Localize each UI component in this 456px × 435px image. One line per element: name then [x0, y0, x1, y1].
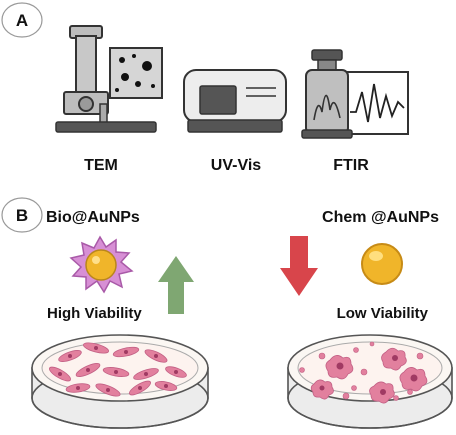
ftir-spectrometer-icon: [301, 49, 409, 139]
decrease-arrow-icon: [280, 236, 318, 296]
uv-vis-label: UV-Vis: [211, 157, 262, 174]
panel-a-badge: A: [1, 2, 43, 38]
panel-b-label: B: [16, 206, 28, 225]
tem-microscope-icon: [55, 25, 163, 133]
panel-a-label: A: [16, 11, 28, 30]
ftir-label: FTIR: [333, 157, 369, 174]
petri-dish-healthy-cells: [31, 334, 209, 429]
panel-b-badge: B: [1, 197, 43, 233]
tem-label: TEM: [84, 157, 118, 174]
bio-aunp-particle-icon: [69, 235, 134, 294]
increase-arrow-icon: [158, 256, 194, 314]
chem-aunp-particle-icon: [361, 243, 403, 285]
petri-dish-damaged-cells: [287, 334, 453, 429]
low-viability-label: Low Viability: [337, 305, 429, 322]
high-viability-label: High Viability: [47, 305, 142, 322]
uv-vis-spectrophotometer-icon: [183, 69, 287, 133]
bio-aunps-label: Bio@AuNPs: [46, 209, 140, 226]
chem-aunps-label: Chem @AuNPs: [322, 209, 439, 226]
